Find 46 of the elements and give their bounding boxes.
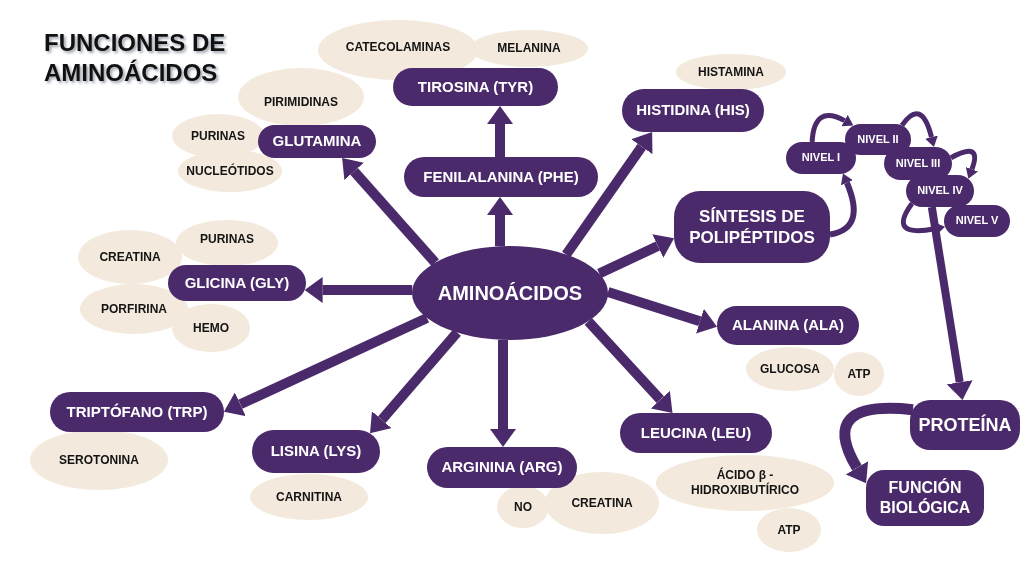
arrow xyxy=(490,339,516,447)
product-bubble: PIRIMIDINAS xyxy=(238,68,364,126)
title: FUNCIONES DE AMINOÁCIDOS xyxy=(44,28,227,88)
arrow xyxy=(606,287,718,334)
product-bubble: NUCLEÓTIDOS xyxy=(178,150,282,192)
level-pill: NIVEL I xyxy=(786,142,856,174)
product-bubble: PURINAS xyxy=(176,220,278,266)
central-ellipse: AMINOÁCIDOS xyxy=(412,246,608,340)
level-pill: NIVEL V xyxy=(944,205,1010,237)
amino-acid-pill: TIROSINA (TYR) xyxy=(393,68,558,106)
amino-acid-pill: ARGININA (ARG) xyxy=(427,447,577,488)
arrow xyxy=(223,313,430,417)
product-bubble: ATP xyxy=(834,352,884,396)
amino-acid-pill: GLUTAMINA xyxy=(258,125,376,158)
arrow xyxy=(342,157,439,266)
amino-acid-pill: LEUCINA (LEU) xyxy=(620,413,772,453)
product-bubble: SEROTONINA xyxy=(30,430,168,490)
arrow xyxy=(597,234,675,279)
amino-acid-pill: FENILALANINA (PHE) xyxy=(404,157,598,197)
curved-arrow xyxy=(839,402,914,484)
curved-arrow xyxy=(900,202,946,236)
arrow xyxy=(370,329,461,434)
process-box: PROTEÍNA xyxy=(910,400,1020,450)
product-bubble: HEMO xyxy=(172,304,250,352)
product-bubble: NO xyxy=(497,486,549,528)
amino-acid-pill: LISINA (LYS) xyxy=(252,430,380,473)
arrow xyxy=(487,197,513,247)
product-bubble: ATP xyxy=(757,508,821,552)
amino-acid-pill: HISTIDINA (HIS) xyxy=(622,89,764,132)
arrow xyxy=(584,317,673,413)
amino-acid-pill: GLICINA (GLY) xyxy=(168,265,306,301)
arrow xyxy=(927,206,973,400)
product-bubble: GLUCOSA xyxy=(746,347,834,391)
curved-arrow xyxy=(949,148,979,179)
process-box: FUNCIÓN BIOLÓGICA xyxy=(866,470,984,526)
level-pill: NIVEL IV xyxy=(906,175,974,207)
arrow xyxy=(487,106,513,157)
product-bubble: CARNITINA xyxy=(250,474,368,520)
arrow xyxy=(304,277,413,303)
product-bubble: CREATINA xyxy=(78,230,182,284)
amino-acid-pill: TRIPTÓFANO (TRP) xyxy=(50,392,224,432)
arrow xyxy=(562,131,653,258)
product-bubble: HISTAMINA xyxy=(676,54,786,90)
amino-acid-pill: ALANINA (ALA) xyxy=(717,306,859,345)
product-bubble: ÁCIDO β -HIDROXIBUTÍRICO xyxy=(656,455,834,511)
process-box: SÍNTESIS DE POLIPÉPTIDOS xyxy=(674,191,830,263)
